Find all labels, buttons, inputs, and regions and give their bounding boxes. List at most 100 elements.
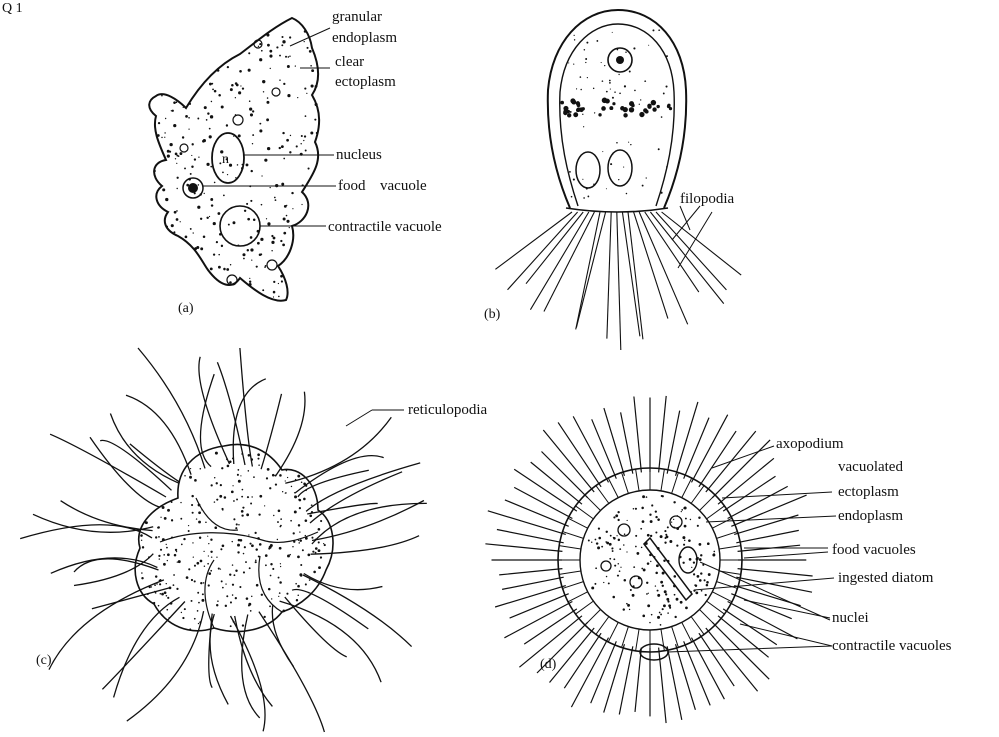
granule <box>651 504 653 506</box>
granule <box>201 599 204 602</box>
granule <box>209 128 211 130</box>
granule <box>165 118 166 119</box>
granule <box>279 79 281 81</box>
ectoplasm-cell-wall <box>563 532 584 539</box>
granule <box>305 537 308 540</box>
granule <box>297 556 300 559</box>
granule <box>194 479 197 482</box>
granule <box>268 588 271 591</box>
label-filopodia: filopodia <box>680 191 734 207</box>
filopodia-bundle <box>495 212 741 350</box>
granule <box>665 593 667 595</box>
filopodium <box>576 212 605 328</box>
label-vacuole: vacuole <box>380 178 427 194</box>
cytoplasm-dot <box>574 39 575 40</box>
granule <box>250 248 253 251</box>
granule-band-dot <box>609 106 613 110</box>
axopodium-spine <box>558 422 601 486</box>
granule <box>300 564 302 566</box>
granule <box>267 468 270 471</box>
granule-band-dot <box>601 106 606 111</box>
granule <box>155 536 157 538</box>
granule <box>320 511 322 513</box>
granule <box>233 221 236 224</box>
granule <box>279 592 281 594</box>
label-ingested-diatom: ingested diatom <box>838 570 934 586</box>
cytoplasm-dot <box>582 179 583 180</box>
granule <box>298 542 300 544</box>
granule-band-dot <box>560 101 564 105</box>
label-vacuolated: vacuolated <box>838 459 903 475</box>
granule <box>203 582 205 584</box>
granule <box>190 468 191 469</box>
granule <box>256 266 258 268</box>
granule <box>238 134 241 137</box>
granule <box>642 520 645 523</box>
granule <box>209 135 212 138</box>
granule-band-dot <box>645 110 649 114</box>
granule <box>199 621 201 623</box>
granule <box>189 103 191 105</box>
granule <box>214 182 216 184</box>
granule <box>650 520 653 523</box>
granule <box>202 593 204 595</box>
granule <box>181 612 182 613</box>
granule <box>258 556 260 558</box>
granule <box>277 521 279 523</box>
granule <box>184 475 186 477</box>
heliozoan-food-vacuole <box>630 576 642 588</box>
granule <box>303 140 304 141</box>
cytoplasm-dot <box>585 58 587 60</box>
granule <box>196 562 199 565</box>
ectoplasm-cell-wall <box>699 495 715 511</box>
granule <box>230 264 231 265</box>
granule <box>301 204 302 205</box>
granule <box>251 170 253 172</box>
label-axopodium: axopodium <box>776 436 844 452</box>
granule <box>280 275 283 278</box>
granule <box>243 571 245 573</box>
granule <box>642 615 645 618</box>
granule <box>667 526 669 528</box>
granule <box>623 544 625 546</box>
granule <box>250 503 252 505</box>
granule <box>192 512 194 514</box>
granule <box>264 266 266 268</box>
cytoplasm-dot <box>666 166 667 167</box>
axopodium-spine <box>731 594 791 619</box>
granule <box>629 609 630 610</box>
granule <box>262 289 264 291</box>
cytoplasm-dot <box>583 126 584 127</box>
cytoplasm-dot <box>609 80 611 82</box>
granule <box>215 452 218 455</box>
granule <box>657 518 660 521</box>
granule <box>620 567 621 568</box>
granule <box>203 235 206 238</box>
granule-band-dot <box>667 105 671 109</box>
granule <box>647 534 650 537</box>
granule <box>649 622 650 623</box>
granule <box>683 507 685 509</box>
granule <box>261 50 263 52</box>
granule <box>217 600 219 602</box>
granule <box>299 507 301 509</box>
granule <box>647 604 650 607</box>
granule <box>188 568 190 570</box>
leader-nuclei <box>700 562 830 620</box>
granule <box>203 139 206 142</box>
granule <box>154 584 156 586</box>
amoeba-outline <box>149 18 319 301</box>
granule <box>182 617 184 619</box>
granule <box>206 217 208 219</box>
ectoplasm-cell-wall <box>559 546 581 549</box>
granule <box>269 605 271 607</box>
cytoplasm-dot <box>658 148 660 150</box>
granule <box>166 544 167 545</box>
granule <box>618 519 620 521</box>
granule <box>238 480 241 483</box>
granule <box>200 218 202 220</box>
granule <box>276 46 278 48</box>
granule <box>161 137 162 138</box>
granule <box>149 586 151 588</box>
granule <box>232 541 233 542</box>
